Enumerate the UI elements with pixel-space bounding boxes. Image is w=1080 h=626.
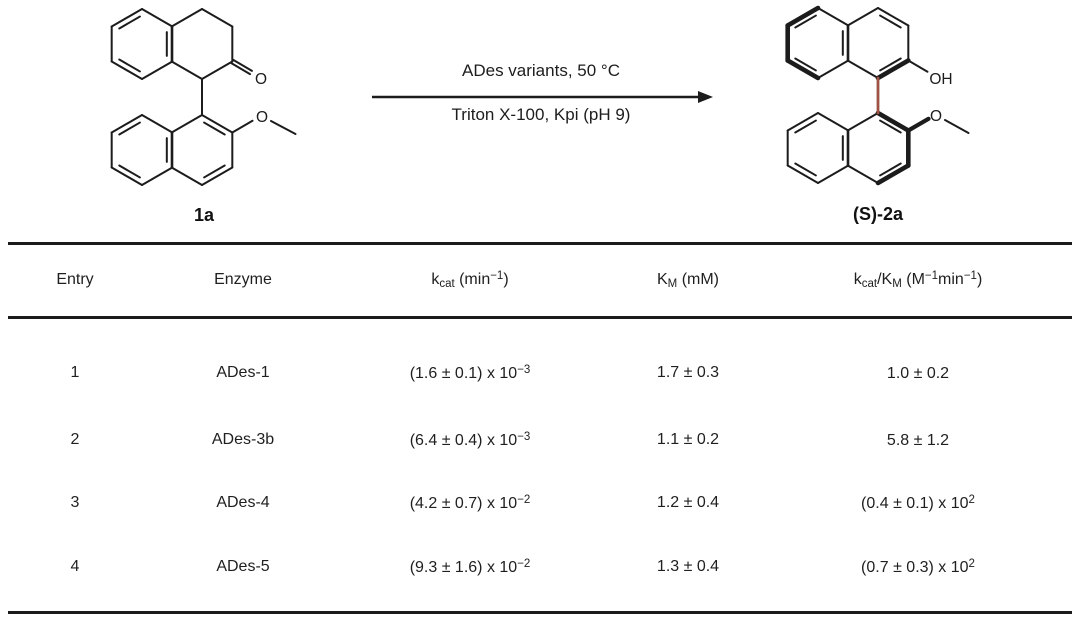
- efficiency-cell: 1.0 ± 0.2: [886, 364, 950, 382]
- product-label: (S)-2a: [853, 204, 904, 224]
- bond: [794, 14, 817, 29]
- efficiency-cell: 5.8 ± 1.2: [886, 431, 950, 449]
- bond: [794, 119, 817, 134]
- bond: [118, 58, 141, 73]
- column-header-kcat: kcat (min−1): [431, 270, 509, 290]
- bond: [230, 62, 252, 76]
- km-cell: 1.3 ± 0.4: [656, 558, 720, 575]
- bond: [118, 121, 141, 136]
- entry-cell: 4: [70, 558, 80, 575]
- bond: [817, 7, 850, 27]
- bond: [141, 60, 174, 80]
- enzyme-cell: ADes-4: [216, 494, 270, 511]
- efficiency-cell: (0.4 ± 0.1) x 102: [861, 493, 975, 512]
- bond: [201, 8, 234, 28]
- kcat-cell: (6.4 ± 0.4) x 10−3: [409, 430, 531, 449]
- kcat-cell: (9.3 ± 1.6) x 10−2: [409, 557, 531, 576]
- bond: [141, 8, 174, 28]
- bond: [201, 166, 234, 186]
- table-header-row: Entry Enzyme kcat (min−1) KM (mM) kcat/K…: [10, 244, 1054, 316]
- bond: [907, 59, 929, 73]
- table-rule-top: [8, 242, 1072, 245]
- table-row: 4 ADes-5 (9.3 ± 1.6) x 10−2 1.3 ± 0.4 (0…: [10, 555, 1054, 579]
- entry-cell: 1: [70, 364, 80, 381]
- bond: [203, 121, 226, 136]
- bond: [118, 164, 141, 179]
- bond: [110, 166, 143, 186]
- bond: [875, 110, 911, 133]
- bond: [879, 119, 902, 134]
- bond: [170, 60, 203, 80]
- bond: [170, 166, 203, 186]
- bond: [879, 14, 902, 29]
- kcat-cell: (4.2 ± 0.7) x 10−2: [409, 493, 531, 512]
- reaction-arrow: [372, 91, 713, 103]
- bond: [786, 112, 819, 132]
- km-cell: 1.1 ± 0.2: [656, 431, 720, 448]
- bond: [846, 112, 879, 132]
- enzyme-cell: ADes-1: [216, 364, 270, 381]
- bond: [817, 59, 850, 79]
- bond: [879, 57, 902, 72]
- bond: [879, 162, 902, 177]
- bond: [785, 58, 821, 81]
- bond: [232, 58, 253, 72]
- substrate-ketone-oxygen-label: O: [255, 71, 267, 88]
- bond: [786, 164, 819, 184]
- substrate-label: 1a: [194, 205, 215, 225]
- bond: [231, 119, 254, 134]
- entry-cell: 2: [70, 431, 80, 448]
- bond: [110, 114, 143, 134]
- column-header-kcat-km: kcat/KM (M−1min−1): [853, 270, 983, 290]
- column-header-km: KM (mM): [656, 270, 720, 290]
- bond: [170, 8, 203, 28]
- bond: [875, 58, 911, 81]
- bond: [944, 119, 970, 134]
- bond: [817, 112, 850, 132]
- km-cell: 1.2 ± 0.4: [656, 494, 720, 511]
- enzyme-cell: ADes-3b: [211, 431, 275, 448]
- bond: [201, 114, 234, 134]
- table-row: 1 ADes-1 (1.6 ± 0.1) x 10−3 1.7 ± 0.3 1.…: [10, 361, 1054, 385]
- bond: [141, 114, 174, 134]
- enzyme-cell: ADes-5: [216, 558, 270, 575]
- reaction-conditions-line1: ADes variants, 50 °C: [462, 61, 620, 80]
- table-row: 3 ADes-4 (4.2 ± 0.7) x 10−2 1.2 ± 0.4 (0…: [10, 491, 1054, 515]
- arrow-head-icon: [698, 91, 713, 103]
- table-rule-header: [8, 316, 1072, 319]
- table-row: 2 ADes-3b (6.4 ± 0.4) x 10−3 1.1 ± 0.2 5…: [10, 428, 1054, 452]
- bond: [110, 60, 143, 80]
- product-hydroxyl-label: OH: [929, 71, 952, 88]
- bond: [906, 116, 931, 133]
- product-methoxy-oxygen-label: O: [930, 108, 942, 125]
- bond: [141, 166, 174, 186]
- kcat-cell: (1.6 ± 0.1) x 10−3: [409, 363, 531, 382]
- column-header-enzyme: Enzyme: [214, 271, 272, 288]
- bond: [201, 60, 234, 80]
- table-rule-bottom: [8, 611, 1072, 614]
- bond: [270, 120, 297, 135]
- column-header-entry: Entry: [56, 271, 94, 288]
- substrate-methoxy-oxygen-label: O: [256, 109, 268, 126]
- bond: [817, 164, 850, 184]
- km-cell: 1.7 ± 0.3: [656, 364, 720, 381]
- bond: [794, 162, 817, 177]
- reaction-conditions-line2: Triton X-100, Kpi (pH 9): [451, 105, 631, 124]
- entry-cell: 3: [70, 494, 80, 511]
- efficiency-cell: (0.7 ± 0.3) x 102: [861, 557, 975, 576]
- bond: [794, 57, 817, 72]
- bond: [846, 59, 879, 79]
- bond: [875, 163, 911, 186]
- bond: [785, 5, 821, 28]
- bond: [118, 15, 141, 30]
- bond: [170, 114, 203, 134]
- bond: [110, 8, 143, 28]
- bond: [877, 7, 910, 27]
- bond: [846, 7, 879, 27]
- bond: [846, 164, 879, 184]
- bond: [203, 164, 226, 179]
